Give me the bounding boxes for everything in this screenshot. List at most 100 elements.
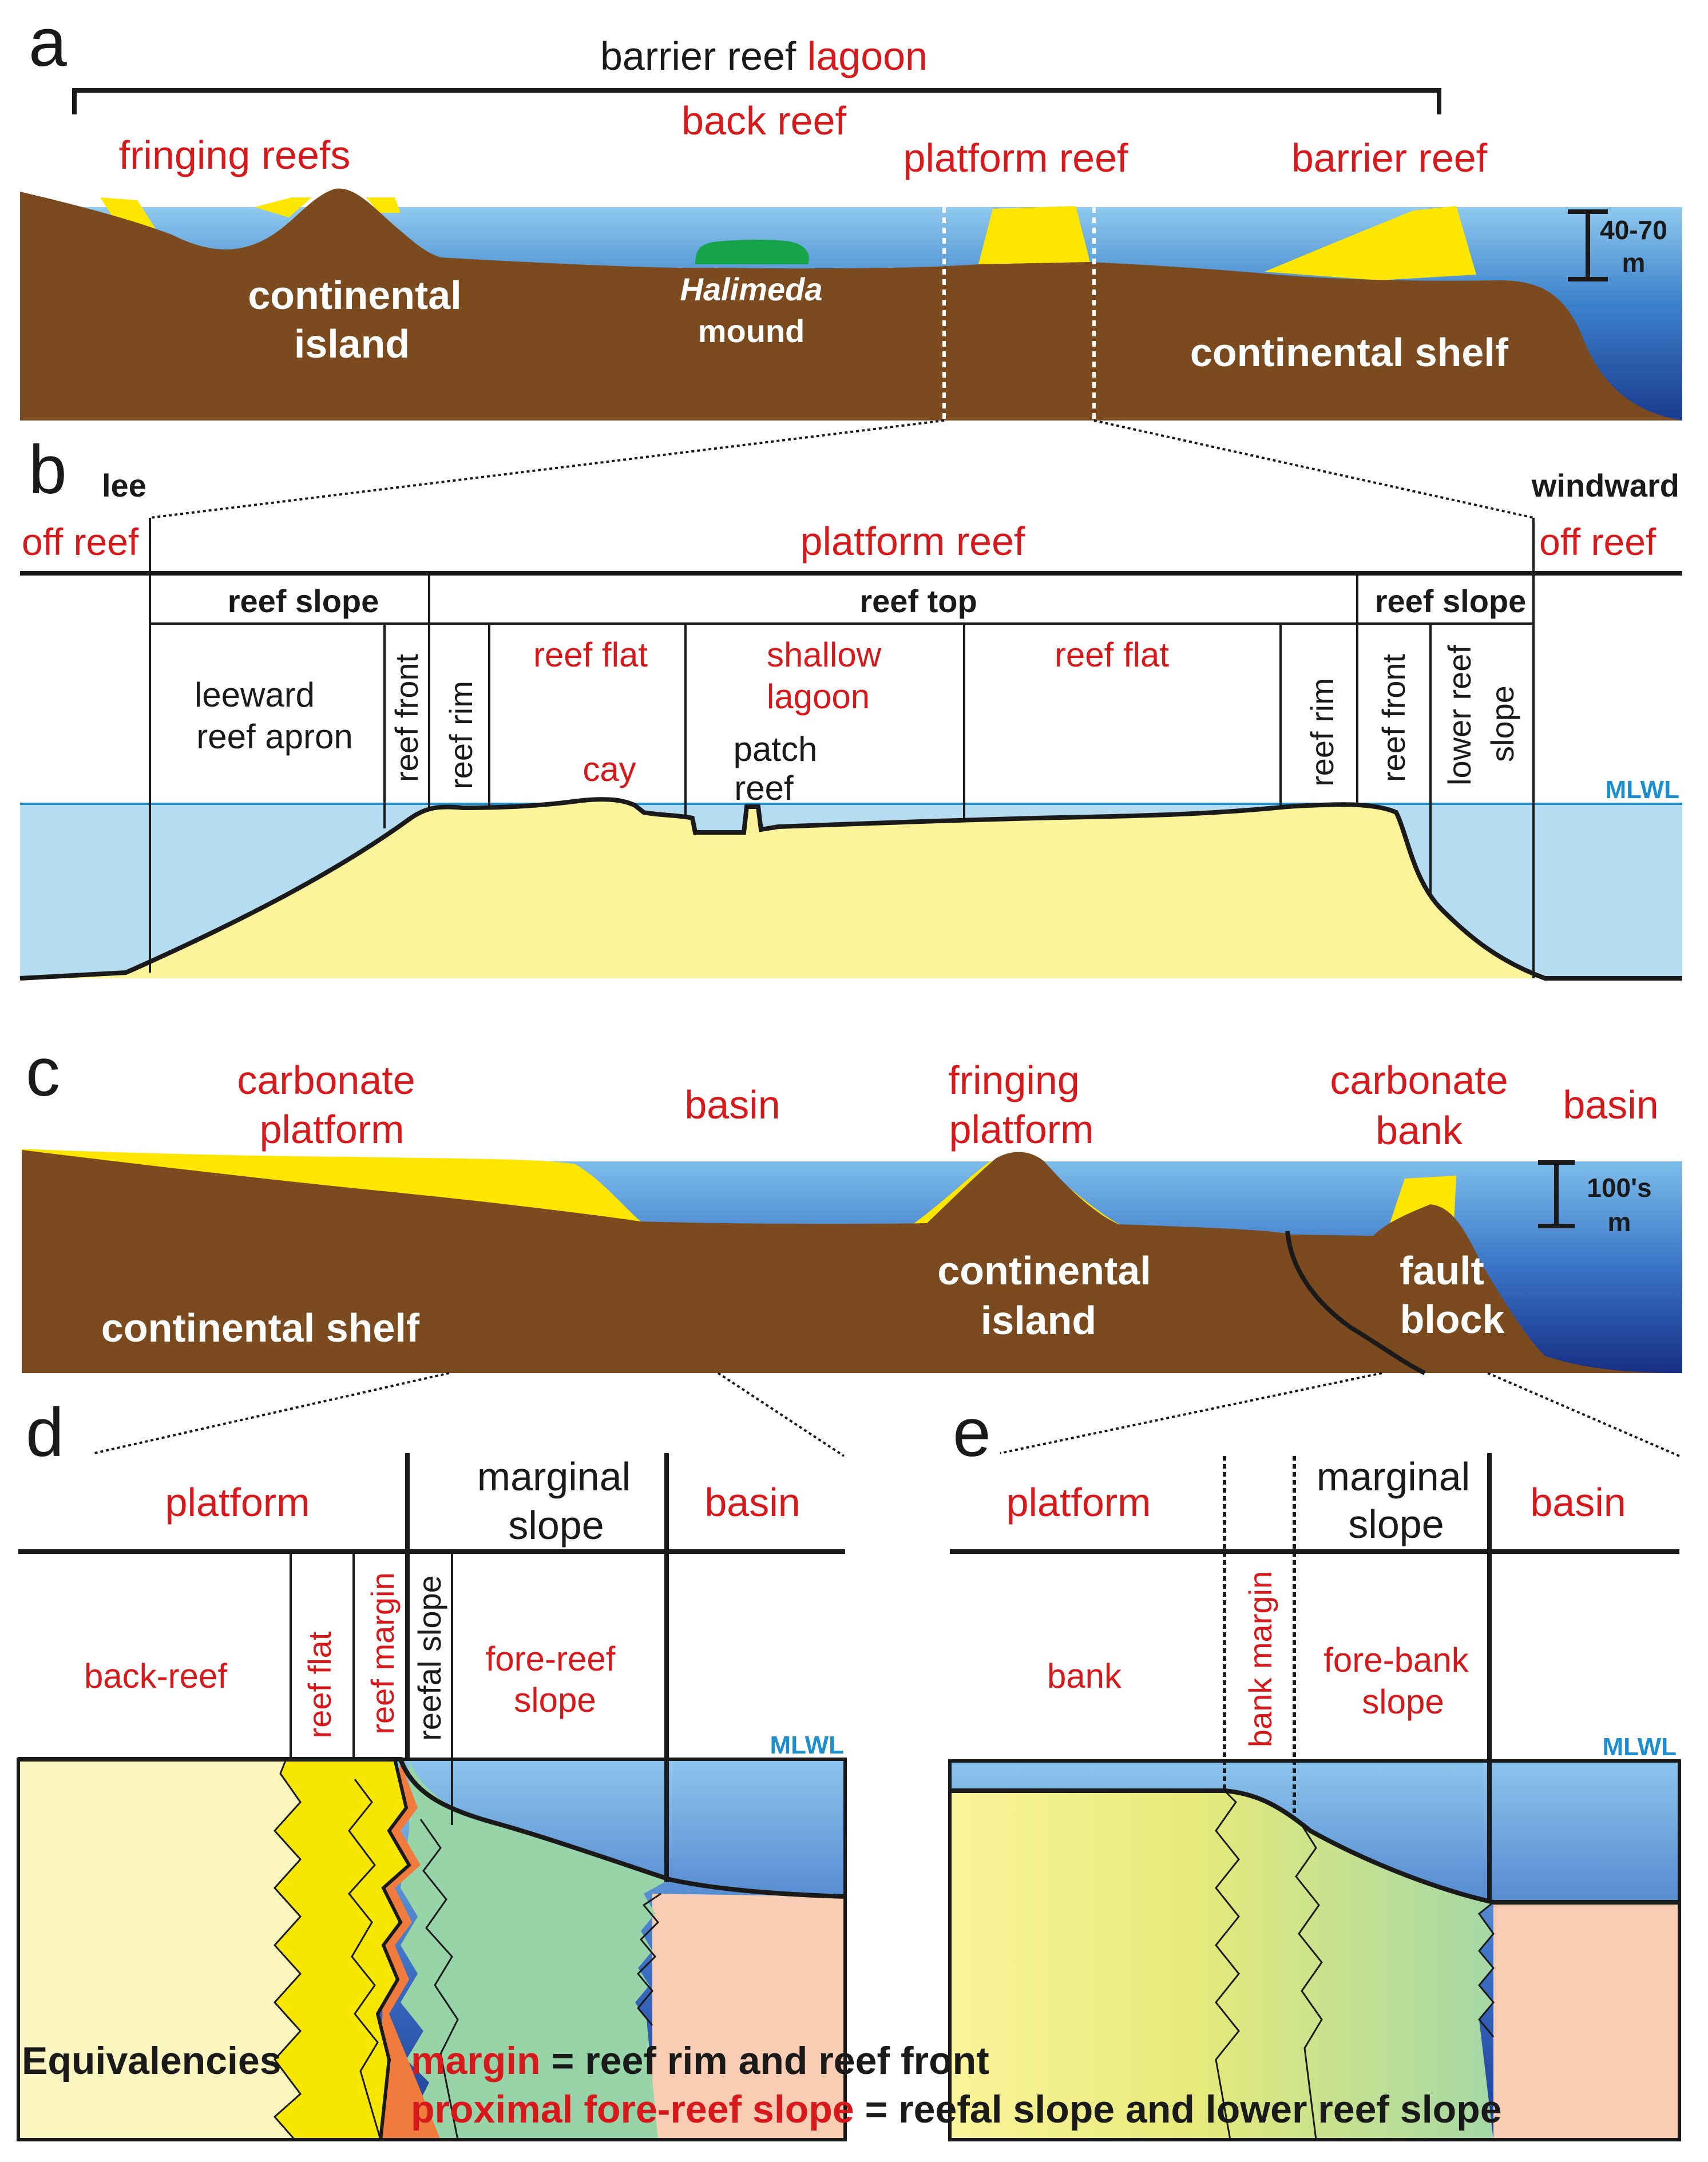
zigzag-basin-d <box>636 1893 661 2026</box>
back-reef-label: back reef <box>681 98 846 143</box>
platform-label-c: platform <box>260 1107 405 1152</box>
zoom-line-cd-right <box>717 1372 845 1457</box>
platform-reef-label-a: platform reef <box>903 136 1128 180</box>
legend-title: Equivalencies <box>22 2039 282 2082</box>
legend-line-1: margin = reef rim and reef front <box>411 2039 989 2082</box>
zigzag-bank-e <box>1215 1790 1240 2140</box>
marginal-label-e: marginal <box>1317 1454 1470 1499</box>
platform-label-d: platform <box>165 1480 310 1525</box>
fringing-reef-inner-left <box>255 197 312 217</box>
reef-top-label: reef top <box>859 583 977 619</box>
slope2-label-e: slope <box>1362 1683 1444 1721</box>
reef-front-right-label: reef front <box>1376 654 1412 783</box>
slope2-label-d: slope <box>514 1681 596 1719</box>
zoom-line-ab-right <box>1093 419 1534 519</box>
windward-label: windward <box>1531 467 1679 503</box>
fringing-reef-left <box>100 197 156 229</box>
island-label-a: island <box>294 322 410 366</box>
reef-slope-right-label: reef slope <box>1375 583 1527 619</box>
legend-term-proximal: proximal fore-reef slope <box>411 2088 854 2131</box>
panel-label-e: e <box>953 1394 991 1471</box>
shallow-label: shallow <box>767 636 882 674</box>
fringing-reef-inner-right <box>366 197 401 213</box>
block-label: block <box>1400 1297 1505 1342</box>
panel-label-c: c <box>26 1034 60 1110</box>
cay-label: cay <box>582 750 636 788</box>
bank-margin-label-e: bank margin <box>1242 1571 1278 1747</box>
scale-unit-c: m <box>1608 1207 1631 1237</box>
zone-dividers-e <box>1223 1453 1492 1899</box>
lagoon-label-b: lagoon <box>767 677 870 716</box>
mlwl-label-e: MLWL <box>1602 1733 1677 1761</box>
basin-mid-label: basin <box>684 1082 780 1127</box>
continental-shelf-label-c: continental shelf <box>101 1306 420 1350</box>
lower-reef-label: lower reef <box>1441 645 1477 786</box>
earth-c <box>22 1150 1682 1373</box>
reef-slope-left-label: reef slope <box>228 583 379 619</box>
panel-d: d platform marginal slope basin back-ree… <box>17 1394 847 2141</box>
continental-label-c: continental <box>937 1248 1151 1293</box>
basin-right-label: basin <box>1563 1082 1658 1127</box>
basin-fill-d <box>652 1894 845 2140</box>
frame-e <box>948 1759 1681 2141</box>
zigzag-fore-e <box>1295 1824 1323 2140</box>
sand-body-b <box>20 799 1545 978</box>
reef-flat-right-label: reef flat <box>1055 636 1169 674</box>
platform-label-e: platform <box>1006 1480 1151 1525</box>
zigzag-backreef-d <box>273 1759 302 2140</box>
basin-label-e: basin <box>1530 1480 1626 1525</box>
legend: Equivalencies margin = reef rim and reef… <box>22 2039 1502 2131</box>
zigzag-basin-e <box>1477 1901 1495 2037</box>
frame-d <box>17 1758 847 2141</box>
lagoon-text: lagoon <box>807 34 928 78</box>
panel-c: 100's m c carbonate platform basin fring… <box>22 1034 1682 1375</box>
basin-label-d: basin <box>704 1480 800 1525</box>
platform-reef-shape <box>978 206 1090 264</box>
marginal-label-d: marginal <box>477 1454 631 1499</box>
scale-bar-c <box>1538 1160 1575 1228</box>
scale-value-a: 40-70 <box>1600 215 1667 245</box>
panel-e: e platform marginal slope basin bank ban… <box>948 1394 1681 2141</box>
fore-reef-label-d: fore-reef <box>486 1640 616 1678</box>
island-label-c: island <box>981 1298 1096 1343</box>
zone-dividers-b <box>149 518 1535 978</box>
panel-label-b: b <box>29 431 67 508</box>
panel-label-d: d <box>26 1394 64 1471</box>
seafloor-profile-b <box>19 797 1682 981</box>
mlwl-label-b: MLWL <box>1605 776 1679 804</box>
lee-label: lee <box>102 467 146 503</box>
platform2-label-c: platform <box>949 1107 1094 1152</box>
off-reef-right-label: off reef <box>1539 521 1657 563</box>
barrier-reef-label: barrier reef <box>1291 136 1488 180</box>
off-reef-left-label: off reef <box>22 521 139 563</box>
scale-bar-a <box>1568 209 1608 281</box>
fringing-label-c: fringing <box>948 1058 1080 1102</box>
halimeda-mound-shape <box>695 240 809 264</box>
legend-line-2: proximal fore-reef slope = reefal slope … <box>411 2088 1502 2131</box>
reef-flat-left-label: reef flat <box>533 636 648 674</box>
zigzag-margin-d <box>375 1759 411 2140</box>
mound-label: mound <box>698 313 805 349</box>
reef-margin-label-d: reef margin <box>364 1572 401 1734</box>
reefal-slope-label-d: reefal slope <box>411 1575 447 1741</box>
barrier-reef-text: barrier reef <box>600 34 796 78</box>
panel-a: 40-70 m a barrier reef lagoon back reef … <box>20 4 1682 421</box>
platform-reef-label-b: platform reef <box>800 519 1025 564</box>
halimeda-label: Halimeda <box>680 271 823 307</box>
reef-rim-left-label: reef rim <box>443 681 479 790</box>
barrier-lagoon-bracket <box>72 88 1441 114</box>
bank-fill-e <box>950 1791 1493 2140</box>
bank-label-e: bank <box>1047 1657 1122 1695</box>
legend-def-proximal: = reefal slope and lower reef slope <box>854 2088 1502 2131</box>
carbonate-label-c: carbonate <box>237 1058 415 1102</box>
carbonate2-label-c: carbonate <box>1330 1058 1508 1102</box>
legend-def-margin: = reef rim and reef front <box>541 2039 989 2082</box>
legend-term-margin: margin <box>411 2039 541 2082</box>
zone-dividers-d <box>290 1453 669 1882</box>
continental-shelf-label-a: continental shelf <box>1190 330 1509 375</box>
reef-apron-label: reef apron <box>196 717 353 756</box>
basin-fill-e <box>1493 1902 1679 2140</box>
fore-bank-label-e: fore-bank <box>1323 1641 1469 1679</box>
zoom-line-cd-left <box>94 1372 450 1454</box>
